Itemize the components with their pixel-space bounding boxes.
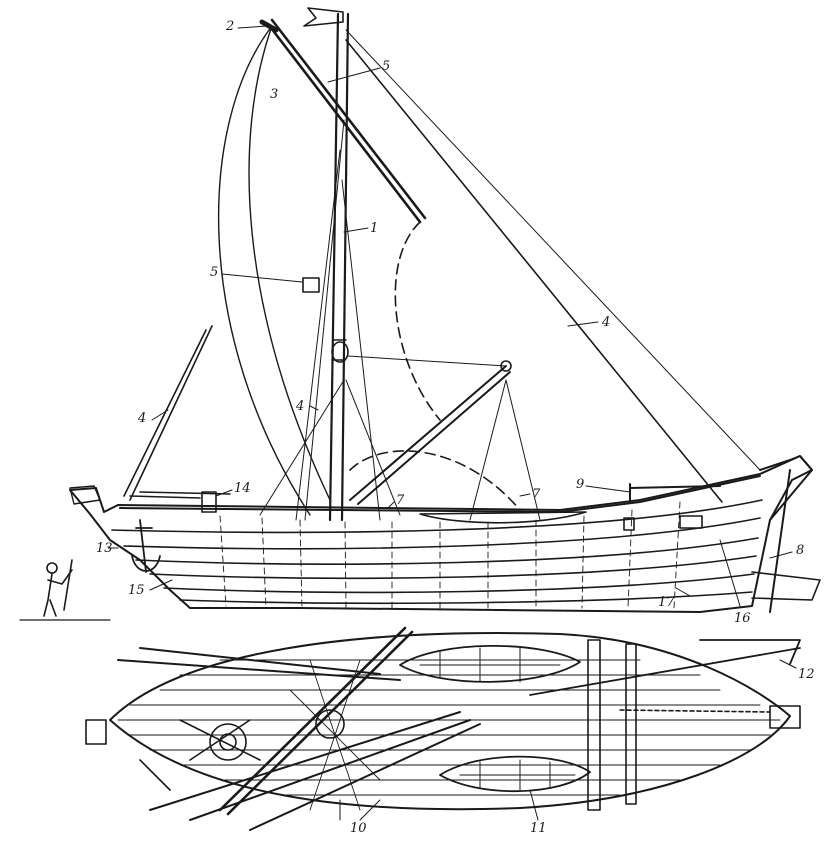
label-12: 12: [798, 667, 815, 682]
mast: [328, 12, 350, 522]
label-1: 1: [370, 221, 379, 236]
label-7-left: 7: [396, 493, 405, 508]
label-7-right: 7: [532, 487, 541, 502]
main-sail: [217, 25, 331, 516]
deck-plan: [109, 632, 791, 811]
label-13: 13: [96, 541, 113, 556]
label-3: 3: [270, 87, 279, 102]
label-2: 2: [226, 19, 235, 34]
label-5-mid: 5: [210, 265, 219, 280]
label-14: 14: [234, 481, 251, 496]
label-17: 17: [658, 595, 675, 610]
backstay-left: [123, 325, 213, 501]
label-16: 16: [734, 611, 751, 626]
deck-boat-top: [399, 644, 581, 683]
label-8: 8: [796, 543, 805, 558]
label-4-left: 4: [138, 411, 147, 426]
flag: [303, 7, 344, 27]
label-4-center: 4: [296, 399, 305, 414]
derrick: [349, 365, 511, 505]
person-figure: [19, 559, 111, 621]
deck-boat-bottom: [439, 755, 591, 793]
label-5-top: 5: [382, 59, 391, 74]
forestay: [345, 39, 723, 503]
label-11: 11: [530, 821, 547, 836]
oars: [117, 647, 481, 831]
label-15: 15: [128, 583, 145, 598]
anchor: [131, 519, 161, 573]
label-4-right: 4: [602, 315, 611, 330]
label-10: 10: [350, 821, 367, 836]
label-9: 9: [576, 477, 585, 492]
